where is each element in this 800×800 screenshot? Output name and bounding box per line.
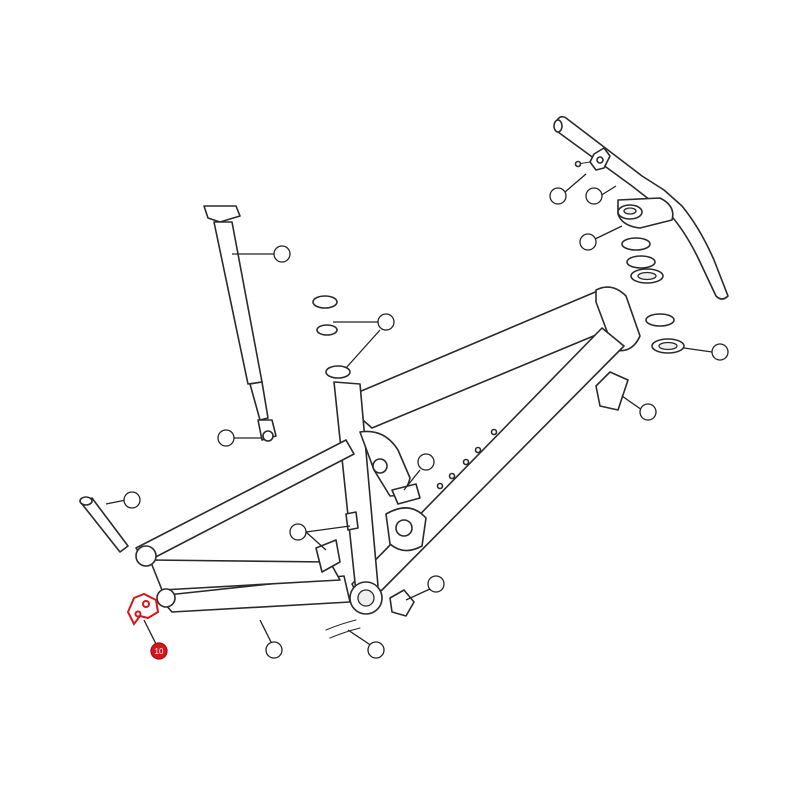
callout-circle: [367, 641, 385, 659]
stem: [617, 197, 674, 229]
callout-circle: [711, 343, 729, 361]
derailleur-hanger-icon: [126, 592, 160, 626]
callout-circle: [289, 523, 307, 541]
seat-clamp-rings: [312, 295, 351, 379]
shifter-clamp: [574, 147, 611, 171]
chain-guide: [389, 589, 415, 617]
headset-spacers: [621, 237, 664, 284]
cable-port: [325, 619, 361, 639]
callout-circle: [377, 313, 395, 331]
callout-circle: [273, 245, 291, 263]
seatpost: [203, 205, 277, 442]
cable-guide: [595, 371, 629, 411]
callout-circle: [123, 491, 141, 509]
callout-circle: [217, 429, 235, 447]
callout-circle: [417, 453, 435, 471]
handlebar: [553, 115, 729, 300]
callout-highlighted-label: 10: [155, 647, 164, 656]
callout-circle: [585, 187, 603, 205]
callout-highlighted: [150, 642, 168, 660]
headset-lower: [645, 313, 685, 354]
pivot-hardware: [315, 511, 359, 573]
rear-axle: [79, 496, 129, 553]
main-frame: [333, 286, 641, 615]
rear-triangle: [135, 439, 355, 613]
callout-circle: [265, 641, 283, 659]
callout-circle: [579, 233, 597, 251]
callout-circle: [427, 575, 445, 593]
callout-circle: [549, 187, 567, 205]
callouts: 10: [123, 187, 729, 660]
callout-circle: [639, 403, 657, 421]
